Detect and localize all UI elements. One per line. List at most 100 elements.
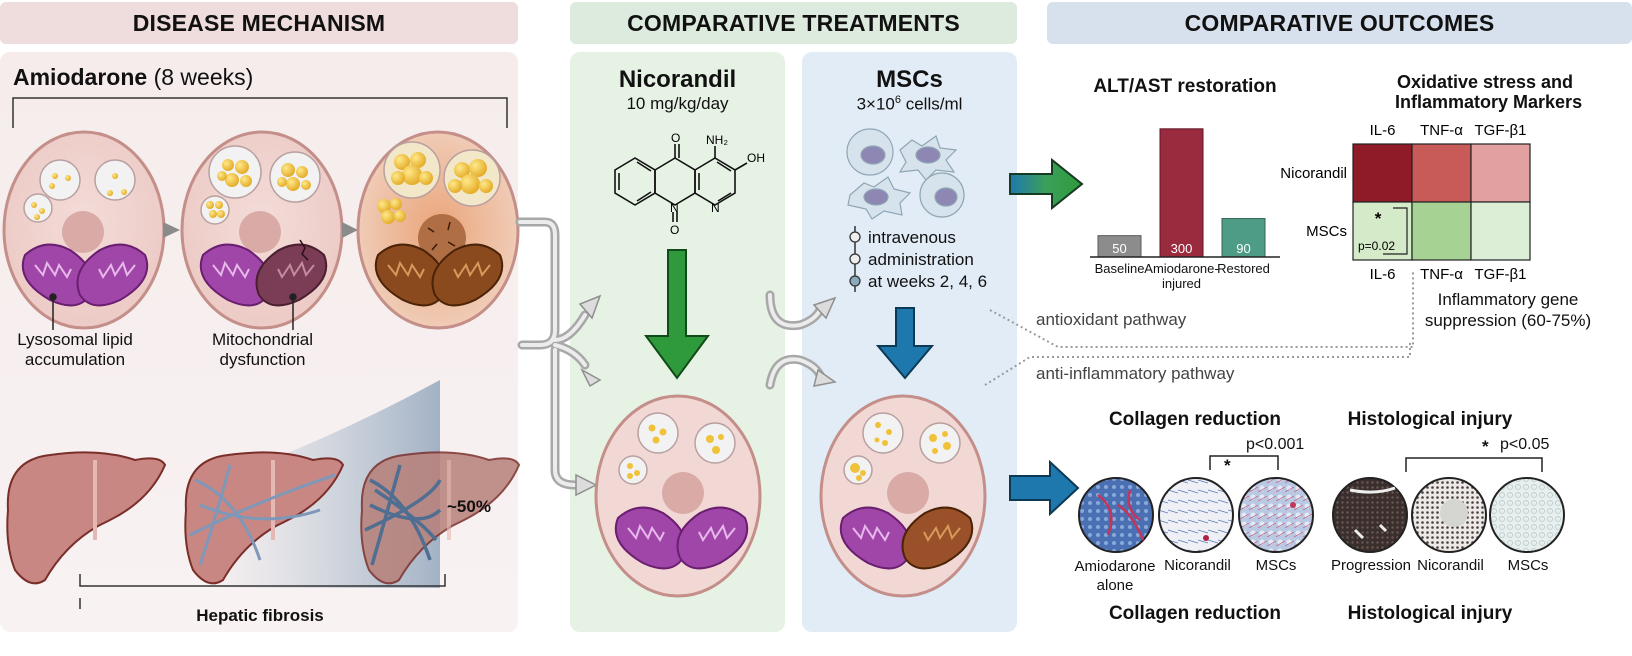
nicorandil-treated-cell xyxy=(594,394,762,598)
bar-category-label: Restored xyxy=(1217,261,1270,276)
label-lysosomal: Lysosomal lipid accumulation xyxy=(10,330,140,370)
histology-image-nicorandil xyxy=(1411,477,1487,553)
drug-name: Amiodarone xyxy=(13,64,148,90)
chem-n-oxide: N xyxy=(670,201,679,215)
timeline-item: intravenous xyxy=(868,228,956,247)
chem-oxo: O xyxy=(671,131,680,145)
heatmap-col-label-top: TNF-α xyxy=(1420,122,1463,139)
liver-severe xyxy=(360,451,521,585)
arrow-head xyxy=(578,294,602,320)
heatmap-row-label: Nicorandil xyxy=(1280,165,1347,182)
drug-duration: (8 weeks) xyxy=(153,64,254,90)
msc-dose-suffix: cells/ml xyxy=(901,94,963,114)
collagen-image-mscs xyxy=(1238,477,1314,553)
outcome-arrow-bottom xyxy=(1009,459,1080,517)
bar-category-label: Amiodarone- xyxy=(1144,261,1218,276)
heatmap-cell xyxy=(1470,201,1531,261)
chem-pyridine-n: N xyxy=(711,201,720,215)
amiodarone-bracket xyxy=(12,97,508,128)
collagen-label-mscs: MSCs xyxy=(1255,557,1297,574)
inflammatory-heatmap: IL-6IL-6TNF-αTNF-αTGF-β1TGF-β1Nicorandil… xyxy=(1280,122,1531,283)
heatmap-caption-line1: Inflammatory gene xyxy=(1437,290,1579,309)
amiodarone-title: Amiodarone (8 weeks) xyxy=(13,64,253,91)
outcome-arrow-top xyxy=(1009,157,1084,211)
collagen-star: * xyxy=(1224,456,1231,475)
heatmap-row-label: MSCs xyxy=(1306,223,1347,240)
collagen-image-nicorandil xyxy=(1158,477,1234,553)
bar-value-label: 50 xyxy=(1112,241,1126,256)
cell-stage-3 xyxy=(356,130,520,330)
fibrosis-percent: ~50% xyxy=(447,497,491,516)
heatmap-title-line1: Oxidative stress and xyxy=(1396,72,1574,92)
bar-category-label: Baseline xyxy=(1095,261,1145,276)
timeline-item: at weeks 2, 4, 6 xyxy=(868,272,988,291)
antioxidant-pathway-label: antioxidant pathway xyxy=(1036,310,1187,329)
liver-fibrosis-progression xyxy=(6,380,521,609)
header-comparative-treatments: COMPARATIVE TREATMENTS xyxy=(570,2,1017,44)
branch-arrows xyxy=(515,217,837,497)
chem-amine: NH₂ xyxy=(706,133,728,147)
histology-footer: Histological injury xyxy=(1347,603,1513,624)
heatmap-cell xyxy=(1411,201,1472,261)
heatmap-cell xyxy=(1352,201,1413,261)
msc-dose: 3×106 cells/ml xyxy=(802,94,1017,115)
bar-value-label: 300 xyxy=(1171,241,1193,256)
fibrosis-label: Hepatic fibrosis xyxy=(196,606,324,625)
msc-timeline xyxy=(849,226,861,292)
anti-inflammatory-pathway-label: anti-inflammatory pathway xyxy=(1036,364,1235,383)
collagen-histology-images xyxy=(1078,477,1314,553)
label-lysosomal-line1: Lysosomal lipid xyxy=(17,330,133,349)
histology-label-mscs: MSCs xyxy=(1507,557,1549,574)
collagen-pvalue: p<0.001 xyxy=(1246,436,1305,453)
heatmap-col-label-top: TGF-β1 xyxy=(1475,122,1527,139)
histology-image-progression xyxy=(1332,477,1408,553)
collagen-bracket xyxy=(1209,455,1279,470)
collagen-footer: Collagen reduction xyxy=(1108,603,1282,624)
blue-down-arrow xyxy=(875,307,935,380)
chem-oxide-o: O xyxy=(670,223,679,237)
label-mitochondrial: Mitochondrial dysfunction xyxy=(195,330,330,370)
heatmap-title: Oxidative stress and Inflammatory Marker… xyxy=(1395,72,1582,112)
heatmap-bracket xyxy=(1383,207,1408,255)
header-comparative-outcomes: COMPARATIVE OUTCOMES xyxy=(1047,2,1632,44)
msc-dose-prefix: 3×10 xyxy=(856,94,895,114)
label-lysosomal-line2: accumulation xyxy=(24,350,126,369)
collagen-label-amiodarone-line2: alone xyxy=(1096,577,1134,594)
msc-timeline-text: intravenous administration at weeks 2, 4… xyxy=(868,227,987,293)
label-pointers xyxy=(49,293,297,330)
heatmap-cell xyxy=(1411,143,1472,203)
histology-label-nicorandil: Nicorandil xyxy=(1417,557,1484,574)
heatmap-cell xyxy=(1470,143,1531,203)
label-mito-line1: Mitochondrial xyxy=(211,330,314,349)
collagen-label-amiodarone-line1: Amiodarone xyxy=(1074,558,1156,575)
bar-category-label: injured xyxy=(1162,276,1201,291)
cell-progression xyxy=(2,130,520,330)
heatmap-caption: Inflammatory gene suppression (60-75%) xyxy=(1420,289,1596,331)
msc-dose-exponent: 6 xyxy=(894,94,901,106)
histology-label-progression: Progression xyxy=(1330,557,1412,574)
green-down-arrow xyxy=(644,249,710,380)
alt-ast-title: ALT/AST restoration xyxy=(1093,76,1277,97)
heatmap-significance-star: * xyxy=(1375,209,1382,228)
msc-title: MSCs xyxy=(876,66,943,93)
histology-pvalue: p<0.05 xyxy=(1500,436,1550,453)
heatmap-caption-line2: suppression (60-75%) xyxy=(1424,311,1592,330)
bar-value-label: 90 xyxy=(1236,241,1250,256)
heatmap-col-label-bottom: TGF-β1 xyxy=(1475,266,1527,283)
cell-stage-2 xyxy=(180,130,344,330)
histology-image-mscs xyxy=(1489,477,1565,553)
timeline-item: administration xyxy=(868,250,974,269)
label-mito-line2: dysfunction xyxy=(219,350,306,369)
collagen-title: Collagen reduction xyxy=(1108,409,1282,430)
histology-images xyxy=(1332,477,1565,553)
heatmap-col-label-top: IL-6 xyxy=(1370,122,1396,139)
stem-cells-illustration xyxy=(846,128,965,220)
collagen-label-nicorandil: Nicorandil xyxy=(1164,557,1231,574)
histology-bracket xyxy=(1405,457,1543,472)
collagen-label-amiodarone: Amiodarone alone xyxy=(1070,557,1160,595)
nicorandil-structure: O NH₂ OH N N O xyxy=(614,131,765,237)
heatmap-pvalue: p=0.02 xyxy=(1358,239,1395,253)
fibrosis-bracket xyxy=(79,574,446,587)
